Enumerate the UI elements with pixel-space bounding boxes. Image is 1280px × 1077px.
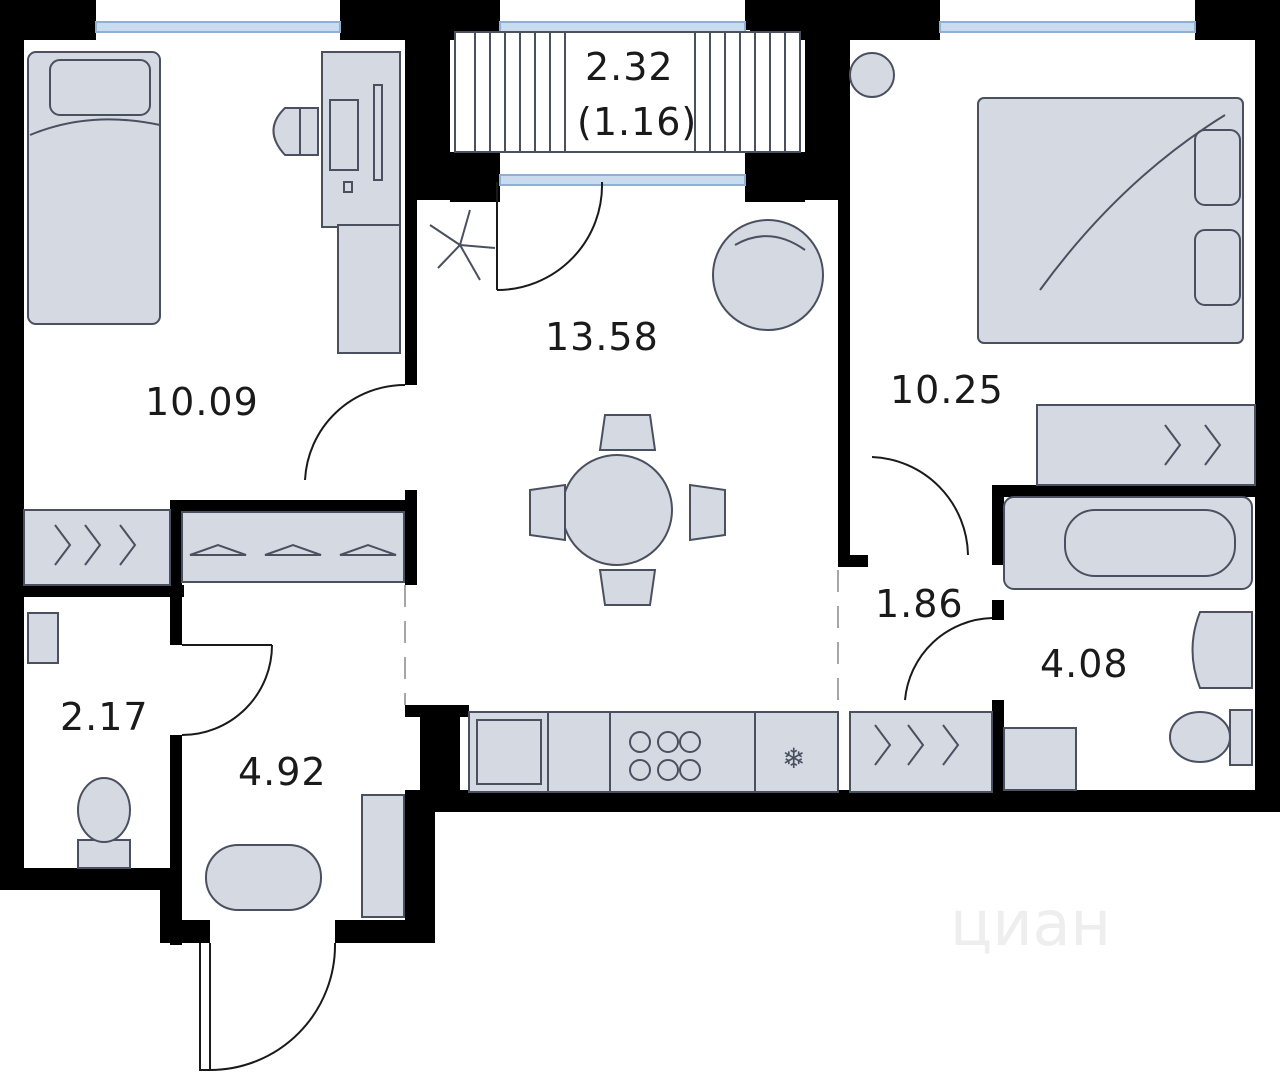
entrance-hall-area: 4.92 [238,750,327,794]
bed-single [27,51,161,325]
walls [0,0,1280,945]
shoe-rack [361,794,405,918]
toilet-bath [1169,709,1253,766]
toilet-area: 2.17 [60,695,149,739]
wardrobe-bedroom [1036,404,1256,486]
sink [1191,611,1253,689]
washing-machine [1003,727,1077,791]
bathroom-area: 4.08 [1040,642,1129,686]
balcony-coefficient: (1.16) [577,100,697,144]
bathtub [1003,496,1253,590]
ottoman [205,844,322,911]
living-kitchen-area: 13.58 [545,315,659,359]
balcony [454,31,801,153]
kitchen-units: ❄ [468,711,839,793]
openings [404,570,839,705]
wardrobe-corridor [849,711,993,793]
watermark: циан [950,887,1111,960]
robot-vacuum [849,52,895,98]
wardrobe-left [23,509,171,586]
desk-chair [272,107,319,156]
armchair [712,219,824,331]
dining-table [529,414,726,606]
hall-small-area: 1.86 [875,582,964,626]
windows [95,21,1196,186]
balcony-area: 2.32 [585,45,674,89]
bedroom-right-area: 10.25 [890,368,1004,412]
bed-double [977,97,1244,344]
bedroom-left-area: 10.09 [145,380,259,424]
wardrobe-hall [181,511,405,583]
svg-text:❄: ❄ [782,742,805,775]
wc-fixtures [27,612,131,869]
doors [181,181,993,1071]
plant [429,209,496,281]
desk [321,51,401,354]
